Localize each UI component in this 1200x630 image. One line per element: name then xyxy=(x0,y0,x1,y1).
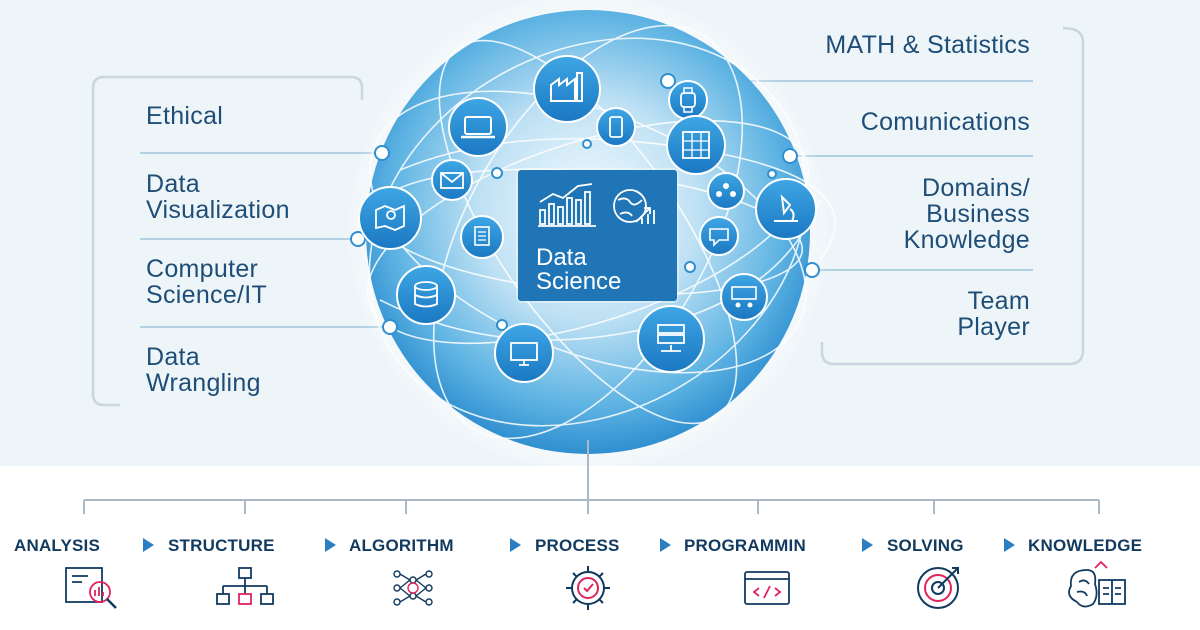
server-rack-icon xyxy=(637,305,705,373)
step-algorithm: ALGORITHM xyxy=(349,536,454,555)
orbit-dots xyxy=(350,73,820,335)
right-bracket xyxy=(820,26,1085,366)
label-domains-business-knowledge: Domains/ Business Knowledge xyxy=(903,174,1030,254)
label-data-wrangling: Data Wrangling xyxy=(146,343,261,397)
label-ethical: Ethical xyxy=(146,102,224,130)
label-comunications: Comunications xyxy=(860,108,1030,136)
step-structure: STRUCTURE xyxy=(168,536,275,555)
label-math-statistics: MATH & Statistics xyxy=(825,31,1030,59)
database-icon xyxy=(396,265,456,325)
monitor-icon xyxy=(494,323,554,383)
left-bracket xyxy=(91,75,364,407)
bar-chart-icon xyxy=(538,183,596,227)
data-science-title: Data Science xyxy=(536,244,622,295)
arrow-right-icon xyxy=(660,538,671,552)
factory-icon xyxy=(533,55,601,123)
arrow-right-icon xyxy=(862,538,873,552)
documents-icon xyxy=(460,215,504,259)
arrow-right-icon xyxy=(510,538,521,552)
email-icon xyxy=(431,159,473,201)
map-location-icon xyxy=(358,186,422,250)
arrow-right-icon xyxy=(1004,538,1015,552)
smartphone-icon xyxy=(596,107,636,147)
arrow-right-icon xyxy=(325,538,336,552)
team-icon xyxy=(707,172,745,210)
step-solving: SOLVING xyxy=(887,536,964,555)
step-knowledge: KNOWLEDGE xyxy=(1028,536,1143,555)
step-process: PROCESS xyxy=(535,536,620,555)
chat-bubble-icon xyxy=(699,216,739,256)
smartwatch-icon xyxy=(668,80,708,120)
step-programmin: PROGRAMMIN xyxy=(684,536,806,555)
laptop-icon xyxy=(448,97,508,157)
arrow-right-icon xyxy=(143,538,154,552)
step-analysis: ANALYSIS xyxy=(14,536,100,555)
label-data-visualization: Data Visualization xyxy=(146,170,290,224)
globe-growth-icon xyxy=(613,189,655,224)
presentation-icon xyxy=(720,273,768,321)
label-team-player: Team Player xyxy=(957,287,1030,341)
data-science-box: Data Science xyxy=(518,170,677,301)
server-grid-icon xyxy=(666,115,726,175)
label-computer-science-it: Computer Science/IT xyxy=(146,255,268,309)
microscope-icon xyxy=(755,178,817,240)
